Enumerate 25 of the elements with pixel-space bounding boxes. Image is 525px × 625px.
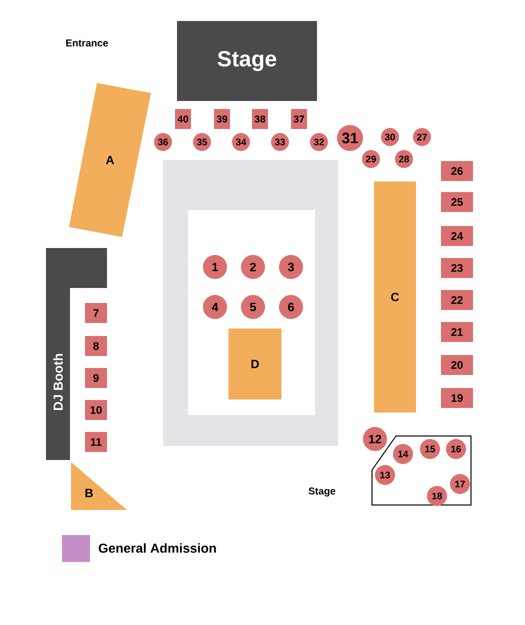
table-square: 38 <box>252 109 268 129</box>
seating-section: B <box>71 462 127 510</box>
table-square: 39 <box>214 109 230 129</box>
table-square: 7 <box>85 303 107 323</box>
table-square: 22 <box>441 290 473 310</box>
table-square: 8 <box>85 336 107 356</box>
seating-section: D <box>228 328 282 400</box>
table-square: 19 <box>441 388 473 408</box>
entrance-label: Entrance <box>66 40 108 46</box>
seating-section: C <box>374 182 416 412</box>
table-square: 11 <box>85 432 107 452</box>
table-square: 25 <box>441 192 473 212</box>
table-square: 21 <box>441 322 473 342</box>
seating-section: A <box>69 83 151 237</box>
table-square: 24 <box>441 226 473 246</box>
table-square: 40 <box>175 109 191 129</box>
node-label: Stage <box>308 487 336 497</box>
legend-label: General Admission <box>98 543 216 553</box>
table-square: 37 <box>291 109 307 129</box>
table-square: 26 <box>441 161 473 181</box>
stage-block: Stage <box>177 21 317 101</box>
table-square: 9 <box>85 368 107 388</box>
table-square: 23 <box>441 258 473 278</box>
table-square: 20 <box>441 355 473 375</box>
table-square: 10 <box>85 400 107 420</box>
